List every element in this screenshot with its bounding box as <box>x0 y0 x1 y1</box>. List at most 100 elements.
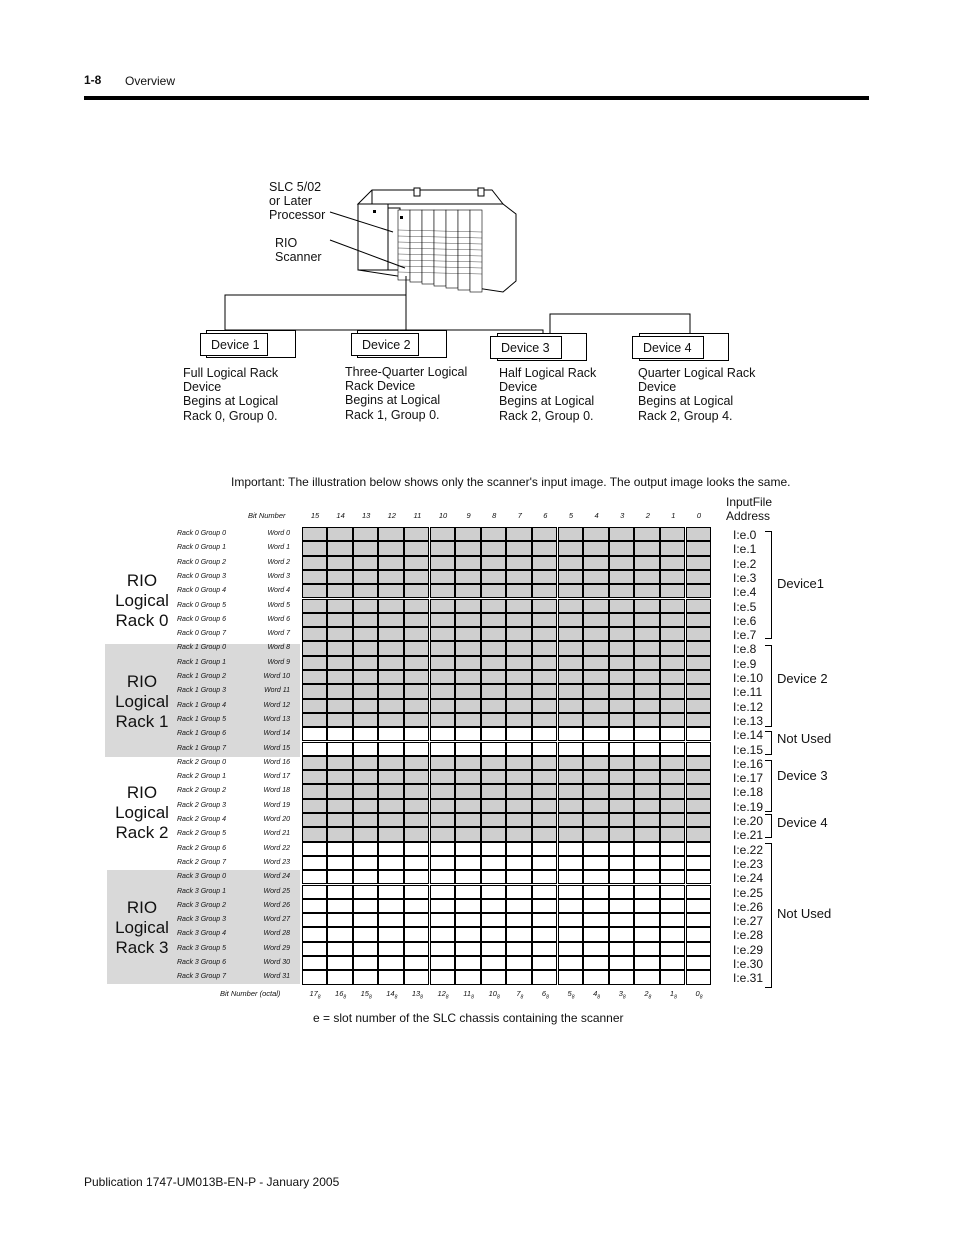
bit-cell <box>352 598 379 613</box>
bit-cell <box>531 956 558 971</box>
bit-cell <box>634 927 660 942</box>
bit-cell <box>429 841 456 856</box>
bit-cell <box>531 569 558 585</box>
bit-cell <box>403 956 430 971</box>
bit-cell <box>557 941 584 956</box>
bit-cell <box>327 956 353 971</box>
bit-cell <box>327 827 353 842</box>
bit-cell <box>531 898 558 914</box>
group-label-not-used-1: Not Used <box>777 731 832 746</box>
bit-number-15: 15 <box>310 511 320 520</box>
bit-cell <box>506 827 532 842</box>
input-address: I:e.1 <box>733 542 757 557</box>
bit-cell <box>429 541 456 556</box>
word-label: Word 1 <box>267 544 290 552</box>
bit-cell <box>403 712 430 728</box>
bit-cell <box>327 741 353 756</box>
rack-group-label: Rack 1 Group 5 <box>177 715 227 723</box>
bit-cell <box>557 784 584 799</box>
bit-cell <box>506 798 532 813</box>
bit-cell <box>327 841 353 856</box>
word-label: Word 2 <box>267 558 290 566</box>
bit-cell <box>583 627 609 642</box>
device4-brace <box>765 814 772 838</box>
bit-cell <box>608 641 635 656</box>
bit-cell <box>403 770 430 785</box>
bit-cell <box>455 741 481 756</box>
bit-cell <box>608 598 635 613</box>
bit-cell <box>301 941 328 956</box>
bit-cell <box>608 813 635 828</box>
bit-cell <box>378 670 404 685</box>
rack-group-label: Rack 0 Group 2 <box>177 558 227 566</box>
bit-cell <box>352 698 379 713</box>
bit-cell <box>378 555 404 570</box>
bit-cell <box>608 770 635 785</box>
bit-cell <box>301 670 328 685</box>
bit-cell <box>301 927 328 942</box>
bit-cell <box>352 584 379 599</box>
input-address: I:e.21 <box>733 828 764 843</box>
bit-number-octal-14: 148 <box>386 989 398 1001</box>
bit-cell <box>685 612 712 628</box>
word-label: Word 21 <box>263 830 290 838</box>
bit-cell <box>403 670 430 685</box>
bit-cell <box>531 584 558 599</box>
rack-group-label: Rack 0 Group 5 <box>177 601 227 609</box>
bit-cell <box>634 712 660 728</box>
bit-cell <box>301 755 328 771</box>
bit-cell <box>480 569 507 585</box>
rack-group-label: Rack 2 Group 5 <box>177 830 227 838</box>
bit-cell <box>634 541 660 556</box>
bit-cell <box>634 841 660 856</box>
bit-cell <box>583 913 609 928</box>
bit-cell <box>429 684 456 699</box>
bit-cell <box>659 956 686 971</box>
bit-cell <box>403 527 430 542</box>
bit-cell <box>429 927 456 942</box>
bit-cell <box>583 655 609 670</box>
bit-cell <box>557 913 584 928</box>
bit-cell <box>634 727 660 742</box>
word-label: Word 7 <box>267 630 290 638</box>
bit-cell <box>634 784 660 799</box>
bit-cell <box>378 684 404 699</box>
bit-number-10: 10 <box>438 511 448 520</box>
bit-cell <box>455 527 481 542</box>
rack-group-label: Rack 3 Group 0 <box>177 873 227 881</box>
bit-cell <box>583 813 609 828</box>
bit-cell <box>531 527 558 542</box>
bit-cell <box>429 598 456 613</box>
bit-cell <box>301 584 328 599</box>
input-address: I:e.6 <box>733 613 757 628</box>
bit-cell <box>531 941 558 956</box>
bit-cell <box>557 956 584 971</box>
bit-cell <box>659 784 686 799</box>
bit-cell <box>634 956 660 971</box>
bit-cell <box>301 970 328 985</box>
rack-group-label: Rack 3 Group 7 <box>177 973 227 981</box>
bit-cell <box>583 956 609 971</box>
bit-cell <box>352 727 379 742</box>
bit-cell <box>583 698 609 713</box>
bit-cell <box>557 855 584 871</box>
bit-cell <box>634 970 660 985</box>
bit-cell <box>506 884 532 899</box>
bit-cell <box>685 913 712 928</box>
bit-cell <box>429 770 456 785</box>
bit-cell <box>352 627 379 642</box>
bit-number-octal-16: 168 <box>335 989 347 1001</box>
bit-cell <box>301 684 328 699</box>
bit-number-5: 5 <box>568 511 574 520</box>
bit-cell <box>403 970 430 985</box>
bit-cell <box>531 813 558 828</box>
bit-cell <box>557 684 584 699</box>
word-label: Word 15 <box>263 744 290 752</box>
rack-group-label: Rack 2 Group 7 <box>177 858 227 866</box>
bit-cell <box>352 784 379 799</box>
bit-cell <box>634 655 660 670</box>
bit-number-6: 6 <box>543 511 548 520</box>
bit-cell <box>429 970 456 985</box>
grid-row <box>301 712 712 728</box>
